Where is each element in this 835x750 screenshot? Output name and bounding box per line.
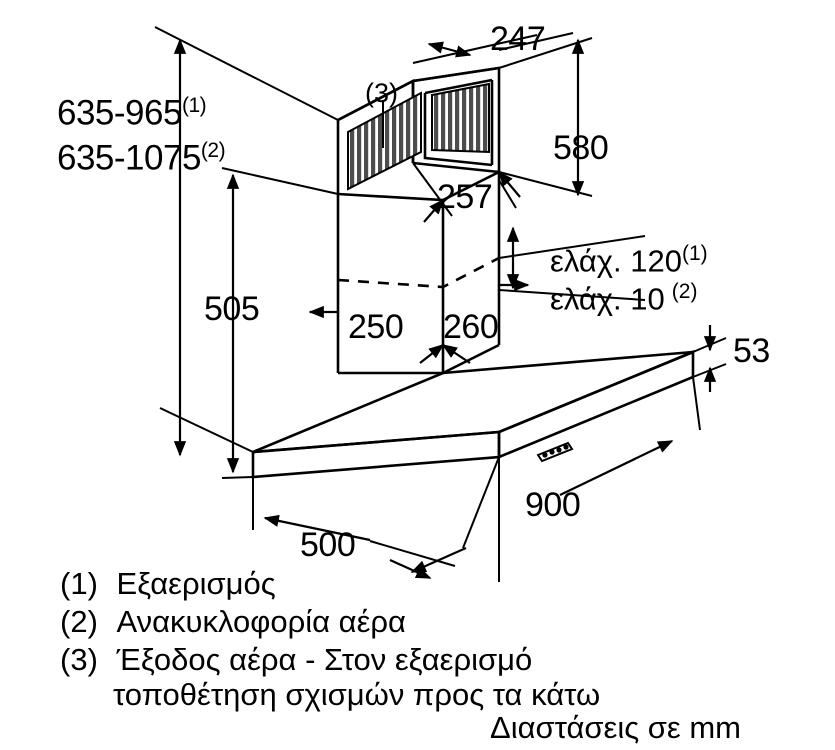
canopy-top-face [252, 350, 694, 454]
legend-item-3: (3) Έξοδος αέρα - Στον εξαερισμό [60, 642, 533, 677]
dim-label-canopy-width: 900 [525, 486, 581, 524]
dim-arrow-900-down [410, 546, 467, 574]
ext-line-min-120 [498, 235, 646, 259]
chimney-upper-top-left [337, 79, 414, 122]
canopy-front-left-face [251, 430, 501, 479]
dim-label-canopy-depth: 500 [300, 526, 356, 564]
hidden13 [426, 525, 530, 575]
legend-item-3-cont: τοποθέτηση σχισμών προς τα κάτω [113, 677, 601, 712]
dim-label-min-distance-recirc: ελάχ. 10(2) [550, 280, 698, 317]
chimney-top-inner-edge [423, 93, 493, 167]
chimney-lower-bottom [338, 343, 500, 375]
ext-line-53-bottom [692, 363, 727, 378]
dim-label-canopy-thickness: 53 [733, 332, 770, 370]
legend-item-1: (1) Εξαερισμός [60, 566, 276, 601]
marker-air-outlet: (3) [365, 78, 398, 108]
dim-line-900 [559, 440, 674, 496]
dim-label-height-recirc: 635-1075(2) [57, 138, 226, 178]
dim-arrow-260 [441, 344, 471, 364]
chimney-upper-front-bottom [412, 161, 500, 174]
ext-257 [498, 179, 517, 209]
ext-257b [412, 162, 453, 217]
dim-label-chimney-depth: 247 [490, 20, 546, 58]
ext-line-580-top [498, 37, 593, 69]
chimney-upper-top-right [412, 66, 500, 83]
units-note: Διαστάσεις σε mm [490, 710, 741, 745]
dim-arrow-257-left [423, 198, 445, 223]
dim-label-chimney-lower-right: 260 [443, 308, 499, 346]
legend-item-2: (2) Ανακυκλοφορία αέρα [60, 604, 406, 639]
ext-line-min-10 [498, 289, 646, 301]
chimney-section-dashed-line [337, 256, 500, 289]
dim-line-500 [263, 514, 371, 542]
ext-line-247-a [412, 34, 538, 64]
dim-label-min-distance-vent: ελάχ. 120(1) [550, 242, 708, 279]
ext-500-lead [369, 540, 456, 567]
vent-slots-front-face [431, 82, 490, 154]
dim-arrow-250 [419, 344, 445, 364]
dim-label-canopy-to-chimney: 505 [204, 290, 260, 328]
dim-arrow-257-right [498, 170, 521, 198]
dim-arrow-500-down [389, 558, 432, 580]
ext-line-505-top [221, 167, 339, 195]
chimney-top-inner-back [424, 78, 493, 95]
ext-line-53-top [692, 337, 727, 353]
air-outlet-slots [347, 82, 490, 191]
ext-line-900-right [692, 376, 701, 431]
dim-label-height-vent: 635-965(1) [57, 93, 207, 133]
dim-label-chimney-height: 580 [553, 129, 609, 167]
ext-line-505-bottom [221, 476, 254, 479]
ext-line-247-b [498, 32, 574, 51]
ext-line-canopy-left [159, 407, 254, 453]
ext-line-580-bottom [498, 171, 593, 197]
dim-line-247 [427, 41, 472, 58]
ext-line-900-left [462, 456, 500, 549]
canopy-front-right-face [497, 350, 695, 459]
vent-slots-left-face [347, 91, 422, 191]
dimension-lines [154, 26, 727, 582]
hidden4 [423, 28, 500, 45]
hidden9 [427, 46, 430, 47]
dim-label-chimney-width: 257 [437, 178, 493, 216]
dim-label-chimney-lower-left: 250 [348, 308, 404, 346]
control-panel [536, 441, 574, 463]
